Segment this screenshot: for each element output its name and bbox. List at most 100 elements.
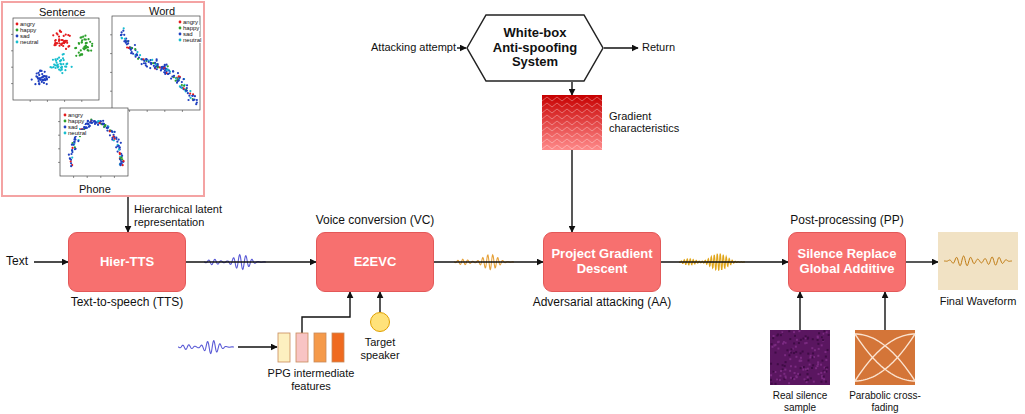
- scatter-point: [85, 47, 87, 49]
- axis-tick: [164, 110, 165, 112]
- noise-texture: [828, 334, 830, 336]
- scatter-point: [35, 75, 37, 77]
- scatter-point: [78, 42, 80, 44]
- scatter-point: [78, 52, 80, 54]
- scatter-point: [44, 79, 46, 81]
- process-box: Silence Replace Global AdditivePost-proc…: [788, 232, 906, 292]
- process-box: Hier-TTSText-to-speech (TTS): [68, 232, 186, 292]
- waveform: [178, 341, 234, 354]
- axis-tick: [58, 135, 60, 136]
- scatter-point: [122, 164, 124, 166]
- noise-texture: [788, 382, 790, 384]
- scatter-point: [107, 126, 109, 128]
- scatter-point: [71, 149, 73, 151]
- noise-texture: [771, 343, 773, 345]
- scatter-point: [84, 126, 86, 128]
- scatter-point: [39, 77, 41, 79]
- scatter-point: [120, 142, 122, 144]
- noise-texture: [788, 354, 790, 356]
- noise-texture: [823, 375, 825, 377]
- node-caption: Final Waveform: [935, 295, 1021, 308]
- noise-texture: [770, 363, 772, 365]
- scatter-point: [60, 59, 62, 61]
- noise-texture: [784, 354, 786, 356]
- noise-texture: [826, 367, 828, 369]
- noise-texture: [783, 373, 785, 375]
- axis-tick: [58, 162, 60, 163]
- noise-texture: [806, 342, 808, 344]
- scatter-point: [146, 66, 148, 68]
- crossfade-curve: [855, 334, 915, 381]
- scatter-point: [150, 62, 152, 64]
- scatter-point: [84, 35, 86, 37]
- noise-texture: [803, 378, 805, 380]
- scatter-point: [172, 70, 174, 72]
- scatter-point: [189, 92, 191, 94]
- connector-arrow: [186, 261, 316, 262]
- scatter-point: [136, 53, 138, 55]
- legend-dot: [64, 126, 67, 129]
- noise-texture: [805, 368, 807, 370]
- node-title: Hier-TTS: [100, 255, 154, 270]
- noise-texture: [807, 376, 809, 378]
- node-caption: Phone: [79, 183, 111, 196]
- legend-text: neutral: [182, 37, 202, 43]
- noise-texture: [777, 334, 779, 336]
- scatter-point: [176, 80, 178, 82]
- scatter-point: [38, 74, 40, 76]
- input-arrow: [238, 346, 277, 347]
- noise-texture: [790, 352, 792, 354]
- axis-tick: [81, 100, 82, 102]
- noise-texture: [817, 339, 819, 341]
- scatter-point: [122, 160, 124, 162]
- scatter-point: [82, 36, 84, 38]
- noise-texture: [822, 339, 824, 341]
- scatter-point: [69, 158, 71, 160]
- noise-texture: [812, 364, 814, 366]
- scatter-point: [43, 75, 45, 77]
- noise-texture: [796, 376, 798, 378]
- scatter-point: [64, 69, 66, 71]
- legend-dot: [179, 21, 182, 24]
- scatter-point: [87, 49, 89, 51]
- scatter-point: [196, 99, 198, 101]
- zigzag-texture: [542, 115, 602, 119]
- scatter-point: [168, 69, 170, 71]
- plot-frame: [60, 108, 128, 176]
- noise-texture: [784, 365, 786, 367]
- scatter-point: [87, 123, 89, 125]
- noise-texture: [784, 369, 786, 371]
- noise-texture: [823, 330, 825, 332]
- noise-texture: [802, 369, 804, 371]
- scatter-point: [87, 120, 89, 122]
- scatter-point: [135, 56, 137, 58]
- scatter-point: [74, 137, 76, 139]
- connector-arrow: [571, 82, 572, 95]
- node-art: [278, 333, 344, 362]
- noise-texture: [770, 379, 772, 381]
- zigzag-texture: [542, 103, 602, 107]
- scatter-point: [119, 164, 121, 166]
- scatter-point: [85, 42, 87, 44]
- noise-texture: [823, 333, 825, 335]
- noise-texture: [807, 373, 809, 375]
- noise-texture: [816, 365, 818, 367]
- node-caption: Adversarial attacking (AA): [517, 296, 687, 310]
- scatter-point: [66, 40, 68, 42]
- noise-texture: [820, 381, 822, 383]
- noise-texture: [804, 337, 806, 339]
- zigzag-texture: [542, 139, 602, 143]
- scatter-point: [141, 63, 143, 65]
- process-box: Project Gradient DescentAdversarial atta…: [543, 232, 661, 292]
- noise-texture: [807, 337, 809, 339]
- legend-dot: [16, 29, 19, 32]
- scatter-point: [156, 63, 158, 65]
- crossfade-curve: [855, 334, 915, 381]
- noise-texture: [795, 356, 797, 358]
- scatter-point: [109, 134, 111, 136]
- scatter-point: [104, 125, 106, 127]
- noise-texture: [793, 342, 795, 344]
- axis-tick: [110, 91, 112, 92]
- scatter-point: [58, 56, 60, 58]
- noise-texture: [811, 347, 813, 349]
